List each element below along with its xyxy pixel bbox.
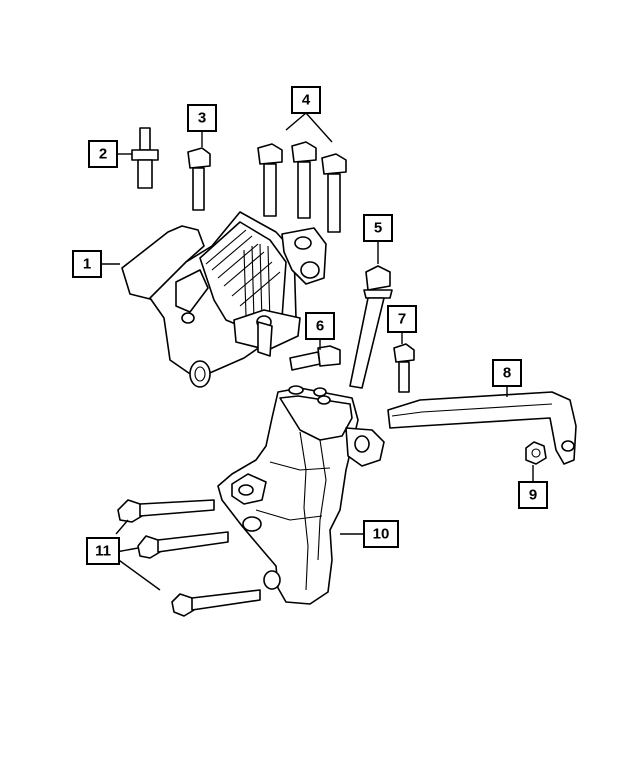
bolt-part-3 <box>187 147 211 211</box>
bolts-part-11 <box>117 499 261 617</box>
callout-5: 5 <box>363 214 393 242</box>
bolt-part-6 <box>289 345 341 371</box>
callout-4: 4 <box>291 86 321 114</box>
stud-bolt-part-2 <box>131 127 159 189</box>
bracket-part-10 <box>217 385 385 605</box>
svg-text:8: 8 <box>503 365 511 382</box>
long-bolt-part-5 <box>349 265 393 389</box>
nut-part-9 <box>525 441 547 465</box>
bolts-part-4 <box>257 141 347 233</box>
callout-11: 11 <box>86 537 120 565</box>
callout-6: 6 <box>305 312 335 340</box>
svg-text:6: 6 <box>316 318 324 335</box>
svg-text:11: 11 <box>95 543 111 560</box>
callout-2: 2 <box>88 140 118 168</box>
engine-mount-part-1 <box>121 211 327 388</box>
bolt-part-7 <box>393 343 415 393</box>
svg-text:7: 7 <box>398 311 406 328</box>
bracket-part-8 <box>387 391 577 465</box>
svg-text:2: 2 <box>99 146 107 163</box>
svg-text:4: 4 <box>302 92 311 109</box>
svg-text:5: 5 <box>374 220 382 237</box>
callout-3: 3 <box>187 104 217 132</box>
svg-text:3: 3 <box>198 110 206 127</box>
callout-9: 9 <box>518 481 548 509</box>
callout-8: 8 <box>492 359 522 387</box>
callout-7: 7 <box>387 305 417 333</box>
callout-1: 1 <box>72 250 102 278</box>
callout-10: 10 <box>363 520 399 548</box>
svg-text:1: 1 <box>83 256 91 273</box>
svg-text:10: 10 <box>373 526 390 543</box>
svg-text:9: 9 <box>529 487 537 504</box>
